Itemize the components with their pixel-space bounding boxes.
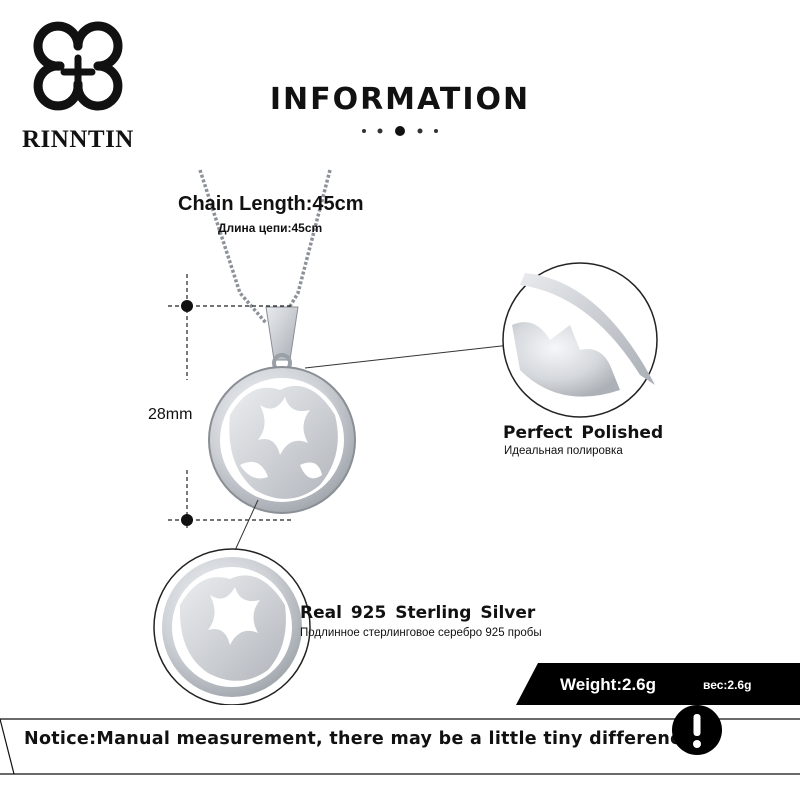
polish-label: Perfect Polished xyxy=(503,423,664,443)
material-label-ru: Подлинное стерлинговое серебро 925 пробы xyxy=(300,627,542,639)
page-title: INFORMATION xyxy=(269,82,531,117)
notice-text: Notice:Manual measurement, there may be … xyxy=(24,729,700,749)
title-divider-dots xyxy=(362,126,438,136)
polish-zoom-image xyxy=(502,262,658,418)
alert-icon xyxy=(672,705,722,755)
weight-label: Weight:2.6g xyxy=(560,675,657,694)
polish-label-ru: Идеальная полировка xyxy=(504,445,623,457)
material-label: Real 925 Sterling Silver xyxy=(300,603,536,623)
logo-icon xyxy=(33,21,123,111)
weight-label-ru: вес:2.6g xyxy=(703,678,752,692)
brand-name: RINNTIN xyxy=(22,126,134,153)
pendant-size-label: 28mm xyxy=(148,406,193,423)
weight-banner xyxy=(516,663,800,705)
chain-length-label-ru: Длина цепи:45cm xyxy=(218,221,323,235)
chain-length-label: Chain Length:45cm xyxy=(178,193,364,215)
pendant-image xyxy=(208,366,356,514)
product-illustration xyxy=(153,169,658,705)
notice-frame xyxy=(0,718,800,775)
size-dimension-marker xyxy=(168,274,292,528)
pendant-closeup-image xyxy=(153,548,311,705)
